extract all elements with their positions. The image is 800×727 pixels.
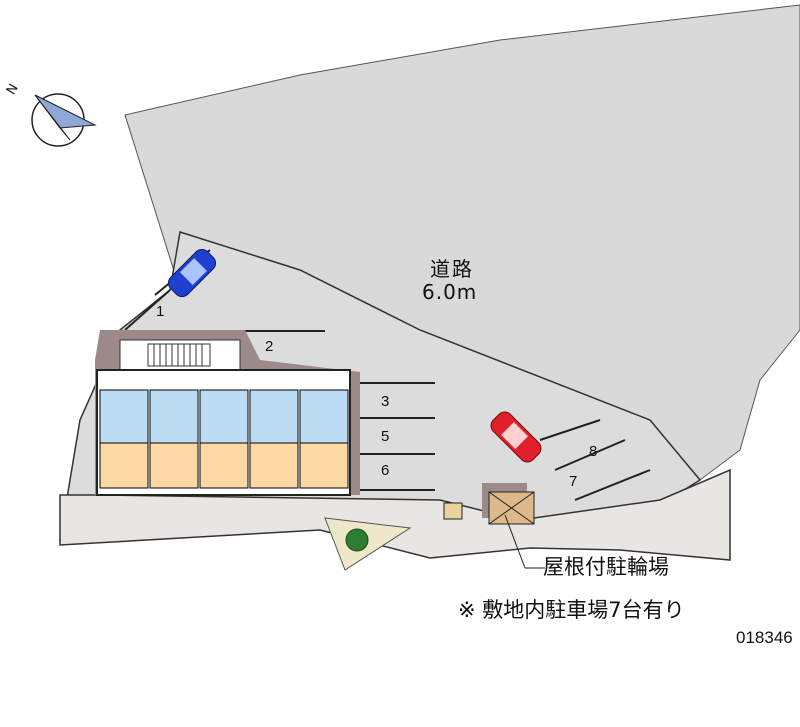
car-blue-icon [167, 248, 217, 298]
units [99, 389, 349, 489]
parking-note: ※ 敷地内駐車場7台有り [458, 598, 685, 622]
compass-icon [31, 93, 97, 147]
parking-slot-2: 2 [265, 338, 274, 355]
bike-parking-label: 屋根付駐輪場 [543, 555, 669, 579]
parking-slot-6: 6 [381, 462, 390, 479]
parking-slot-5: 5 [381, 428, 390, 445]
parking-slot-7: 7 [569, 473, 578, 490]
car-red-icon [490, 411, 542, 463]
parking-slot-8: 8 [589, 443, 598, 460]
road-name: 道路 [430, 257, 474, 281]
parking-slot-1: 1 [156, 303, 165, 320]
road-width: 6.0m [422, 280, 478, 304]
parking-slot-3: 3 [381, 393, 390, 410]
trash-station [443, 502, 463, 520]
property-code: 018346 [736, 628, 793, 647]
bike-label-leader [504, 514, 526, 569]
tree-icon [345, 528, 369, 552]
walkway [59, 468, 731, 561]
stairs-icon [147, 343, 211, 367]
